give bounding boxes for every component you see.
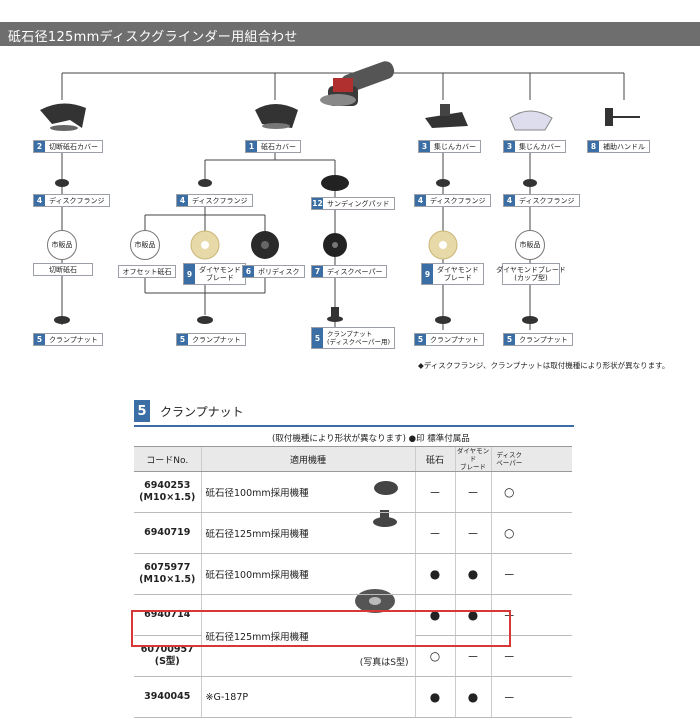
header-code: コードNo. bbox=[134, 446, 201, 472]
row-mark-wheel: ○ bbox=[414, 635, 455, 677]
table-note: (取付機種により形状が異なります) ●印 標準付属品 bbox=[272, 434, 470, 444]
header-disk-paper: ディスクペーパー bbox=[490, 446, 527, 472]
header-model: 適用機種 bbox=[200, 446, 415, 472]
diagram-note: ◆ディスクフランジ、クランプナットは取付機種により形状が異なります。 bbox=[418, 361, 670, 370]
row-model: 砥石径125mm採用機種 bbox=[200, 512, 415, 554]
row-mark-diamond: － bbox=[454, 471, 491, 513]
table-row: 6940719 砥石径125mm採用機種 － － ○ bbox=[134, 512, 572, 554]
row-mark-diamond: ● bbox=[454, 676, 491, 718]
section-number: 5 bbox=[134, 400, 150, 422]
row-code: 3940045 bbox=[134, 676, 201, 718]
row-model-merged: 砥石径125mm採用機種 (写真はS型) bbox=[200, 594, 415, 677]
row-mark-paper: － bbox=[490, 676, 527, 718]
row-mark-paper: ○ bbox=[490, 471, 527, 513]
photo-note: (写真はS型) bbox=[359, 658, 409, 668]
header-diamond-blade: ダイヤモンドブレード bbox=[454, 446, 491, 472]
page-title: 砥石径125mmディスクグラインダー用組合わせ bbox=[8, 30, 298, 45]
row-mark-diamond: ● bbox=[454, 594, 491, 636]
row-model: 砥石径100mm採用機種 bbox=[200, 553, 415, 595]
table-row: 3940045 ※G-187P ● ● － bbox=[134, 676, 572, 718]
table-row: 6075977(M10×1.5) 砥石径100mm採用機種 ● ● － bbox=[134, 553, 572, 595]
row-mark-wheel: ● bbox=[414, 676, 455, 718]
commercial-item-2: 市販品 bbox=[130, 230, 160, 260]
table-row: 6940253(M10×1.5) 砥石径100mm採用機種 － － ○ bbox=[134, 471, 572, 513]
commercial-item-3: 市販品 bbox=[515, 230, 545, 260]
row-model: ※G-187P bbox=[200, 676, 415, 718]
grinder-image bbox=[320, 61, 395, 106]
row-code: 6075977(M10×1.5) bbox=[134, 553, 201, 595]
header-bar bbox=[0, 22, 700, 46]
section-underline bbox=[134, 397, 574, 427]
table-row: 6940714 砥石径125mm採用機種 (写真はS型) ● ● － bbox=[134, 594, 572, 677]
row-mark-wheel: － bbox=[414, 471, 455, 513]
row-mark-wheel: ● bbox=[414, 553, 455, 595]
row-code: 6940253(M10×1.5) bbox=[134, 471, 201, 513]
row-mark-paper: ○ bbox=[490, 512, 527, 554]
row-code: 6940719 bbox=[134, 512, 201, 554]
row-mark-diamond: ● bbox=[454, 553, 491, 595]
section-title: クランプナット bbox=[160, 405, 244, 419]
label-cup-diamond-blade: ダイヤモンドブレード(カップ型) bbox=[496, 263, 566, 285]
row-mark-paper: － bbox=[490, 635, 527, 677]
label-cutting-wheel: 切断砥石 bbox=[33, 263, 93, 276]
commercial-item-1: 市販品 bbox=[47, 230, 77, 260]
row-mark-wheel: ● bbox=[414, 594, 455, 636]
row-mark-paper: － bbox=[490, 553, 527, 595]
row-mark-diamond: － bbox=[454, 635, 491, 677]
row-mark-wheel: － bbox=[414, 512, 455, 554]
row-mark-diamond: － bbox=[454, 512, 491, 554]
highlight-box bbox=[131, 610, 511, 647]
row-mark-paper: － bbox=[490, 594, 527, 636]
row-model: 砥石径100mm採用機種 bbox=[200, 471, 415, 513]
clamp-nut-table: コードNo. 適用機種 砥石 ダイヤモンドブレード ディスクペーパー 69402… bbox=[134, 446, 572, 718]
label-offset-wheel: オフセット砥石 bbox=[118, 265, 176, 278]
table-row: 60700957(S型) ○ － － bbox=[134, 635, 572, 677]
row-code: 60700957(S型) bbox=[134, 635, 201, 677]
row-code: 6940714 bbox=[134, 594, 201, 636]
header-wheel: 砥石 bbox=[414, 446, 455, 472]
table-header-row: コードNo. 適用機種 砥石 ダイヤモンドブレード ディスクペーパー bbox=[134, 446, 572, 472]
